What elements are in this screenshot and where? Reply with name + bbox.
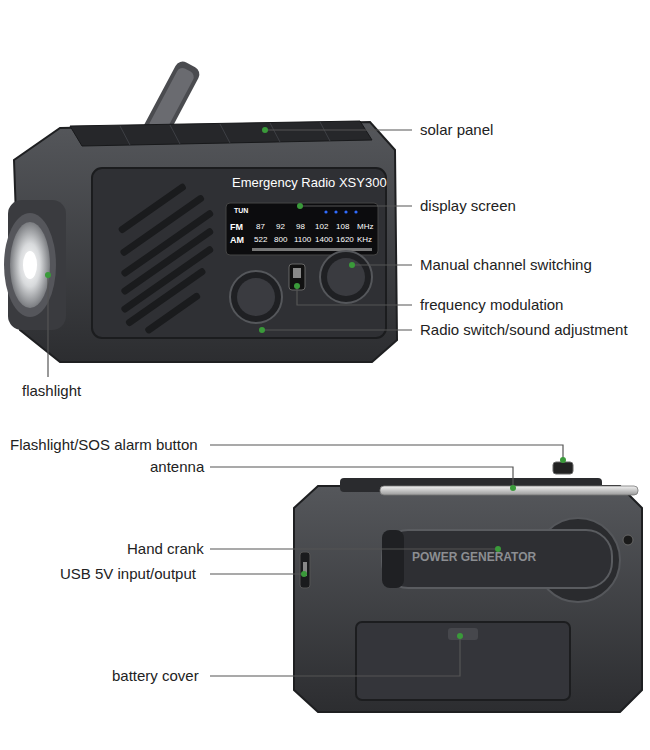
band-switch xyxy=(289,264,305,290)
scale-unit: KHz xyxy=(357,235,372,244)
callout-label: solar panel xyxy=(420,121,493,138)
embossed-text: POWER GENERATOR xyxy=(412,551,536,565)
band-name: FM xyxy=(230,222,243,232)
scale-number: 1620 xyxy=(336,235,354,244)
callout-label: Manual channel switching xyxy=(420,256,592,273)
callout-label: Flashlight/SOS alarm button xyxy=(10,436,198,453)
scale-number: 108 xyxy=(336,222,349,231)
scale-unit: MHz xyxy=(357,222,373,231)
battery-cover xyxy=(356,622,570,700)
model-name: Emergency Radio XSY300 xyxy=(232,176,387,191)
callout-label: flashlight xyxy=(22,382,81,399)
callout-label: Radio switch/sound adjustment xyxy=(420,321,628,338)
leader-lines xyxy=(210,445,563,676)
usb-port xyxy=(300,552,310,588)
callout-label: display screen xyxy=(420,197,516,214)
radio-body xyxy=(14,122,397,362)
callout-label: Hand crank xyxy=(127,540,204,557)
hand-crank xyxy=(382,518,620,602)
solar-panel xyxy=(70,121,372,146)
band-indicator: TUN xyxy=(234,207,248,215)
band-name: AM xyxy=(230,235,244,245)
sos-button xyxy=(553,462,573,474)
tuning-knob xyxy=(320,251,372,303)
scale-number: 102 xyxy=(315,222,328,231)
scale-number: 522 xyxy=(254,235,267,244)
leader-lines xyxy=(48,130,412,377)
antenna-rod xyxy=(380,486,638,495)
display-screen xyxy=(226,203,378,255)
scale-number: 800 xyxy=(274,235,287,244)
callout-label: antenna xyxy=(150,458,204,475)
flashlight xyxy=(4,200,66,330)
front-panel xyxy=(92,168,386,338)
scale-number: 1100 xyxy=(294,235,311,244)
speaker-grille xyxy=(118,183,215,335)
scale-number: 87 xyxy=(256,222,265,231)
scale-number: 92 xyxy=(276,222,285,231)
tuning-scale xyxy=(252,248,372,251)
callout-label: battery cover xyxy=(112,667,199,684)
callout-label: frequency modulation xyxy=(420,296,563,313)
callout-label: USB 5V input/output xyxy=(60,565,196,582)
scale-number: 1400 xyxy=(315,235,333,244)
radio-back-body xyxy=(294,486,642,712)
volume-knob xyxy=(230,271,282,323)
scale-number: 98 xyxy=(296,222,305,231)
